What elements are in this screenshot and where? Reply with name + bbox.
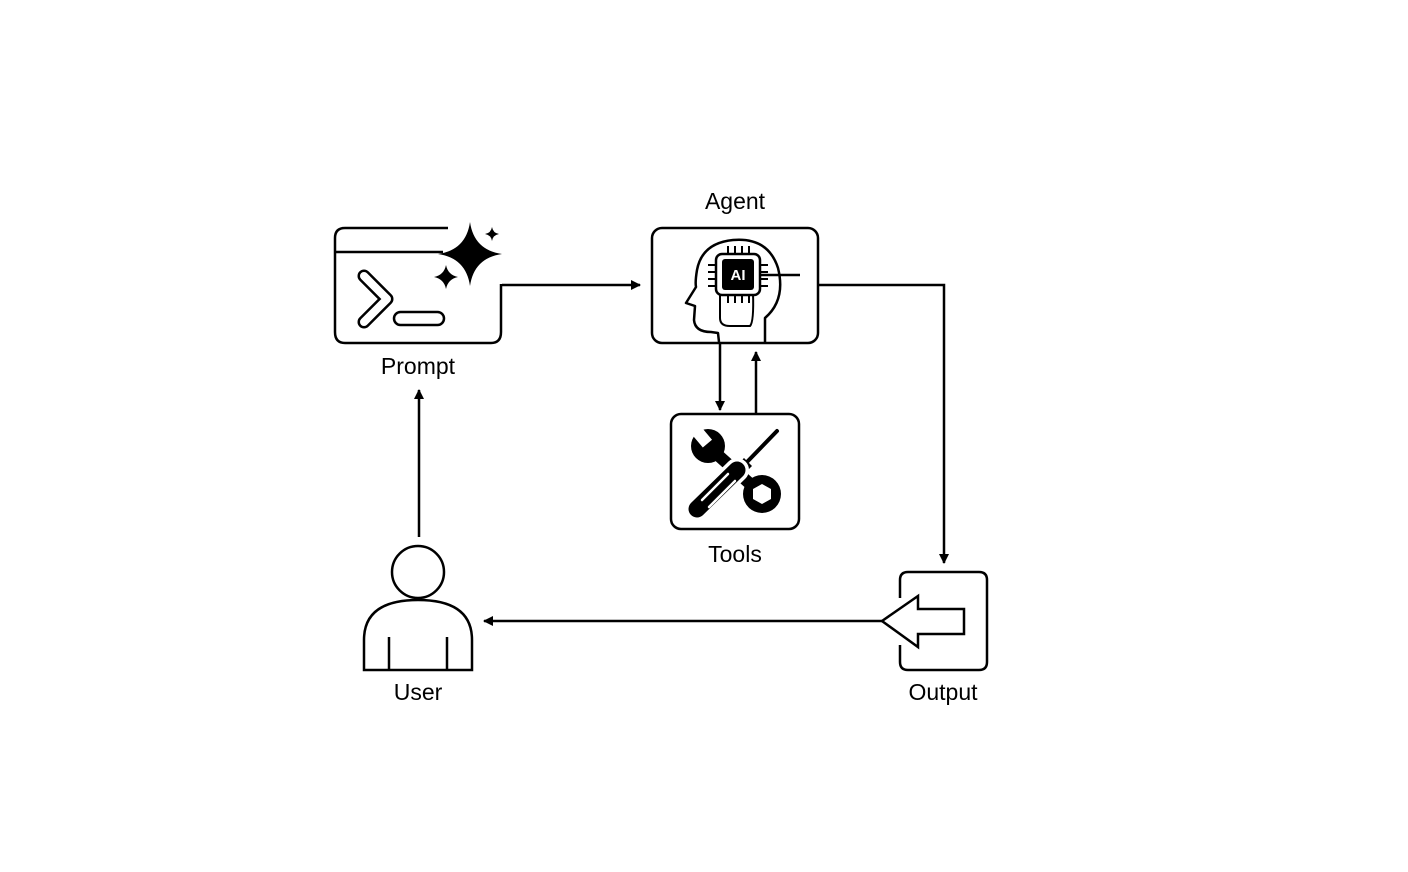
agent-label: Agent [705, 188, 766, 214]
output-label: Output [908, 679, 978, 705]
wrench-screwdriver-icon [685, 424, 781, 521]
tools-node: Tools [669, 412, 801, 567]
edge-agent-to-output [818, 283, 949, 564]
user-node: User [362, 544, 474, 705]
ai-head-icon: AI [684, 238, 800, 343]
terminal-sparkle-icon [333, 222, 503, 345]
user-label: User [394, 679, 443, 705]
ai-chip-text: AI [731, 267, 746, 284]
exit-arrow-icon [879, 570, 989, 672]
prompt-label: Prompt [381, 353, 456, 379]
agent-node: Agent [650, 188, 820, 345]
tools-label: Tools [708, 541, 762, 567]
output-node: Output [879, 570, 989, 705]
user-icon [362, 544, 474, 672]
prompt-node: Prompt [333, 222, 503, 379]
